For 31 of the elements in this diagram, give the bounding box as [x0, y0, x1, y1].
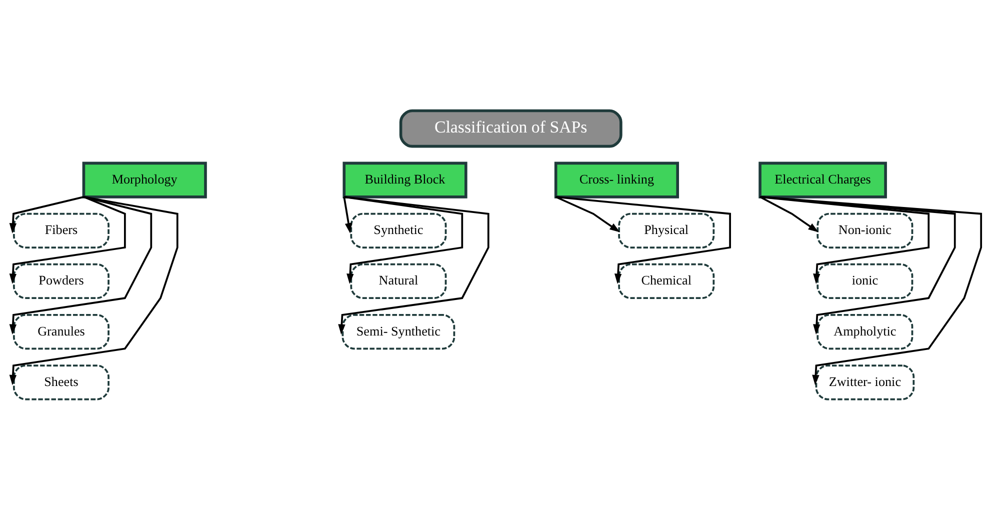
arrow: [9, 196, 84, 234]
arrow: [760, 196, 819, 232]
arrow: [760, 196, 982, 386]
arrow: [9, 196, 178, 386]
arrow: [338, 196, 490, 335]
arrow: [9, 196, 152, 335]
node-box: Powders: [13, 263, 110, 300]
arrow: [344, 196, 464, 284]
arrow: [9, 196, 126, 284]
node-box: Morphology: [82, 162, 207, 198]
node-box: Granules: [13, 314, 110, 350]
node-box: Fibers: [13, 212, 110, 248]
arrow: [555, 196, 620, 232]
node-box: Non-ionic: [816, 212, 914, 248]
node-box: Chemical: [618, 263, 715, 300]
arrow: [343, 196, 352, 234]
node-box: Synthetic: [350, 212, 447, 248]
node-box: Zwitter- ionic: [815, 364, 915, 400]
node-box: ionic: [816, 263, 914, 300]
node-box: Ampholytic: [816, 314, 914, 350]
arrow: [556, 196, 731, 284]
node-box: Semi- Synthetic: [342, 314, 456, 350]
node-box: Cross- linking: [554, 162, 679, 198]
node-box: Sheets: [13, 364, 110, 400]
arrow: [760, 196, 930, 284]
node-box: Natural: [350, 263, 447, 300]
node-box: Physical: [618, 212, 715, 248]
arrow: [760, 196, 956, 335]
node-box: Electrical Charges: [758, 162, 887, 198]
node-box: Classification of SAPs: [399, 109, 622, 148]
node-box: Building Block: [342, 162, 468, 198]
